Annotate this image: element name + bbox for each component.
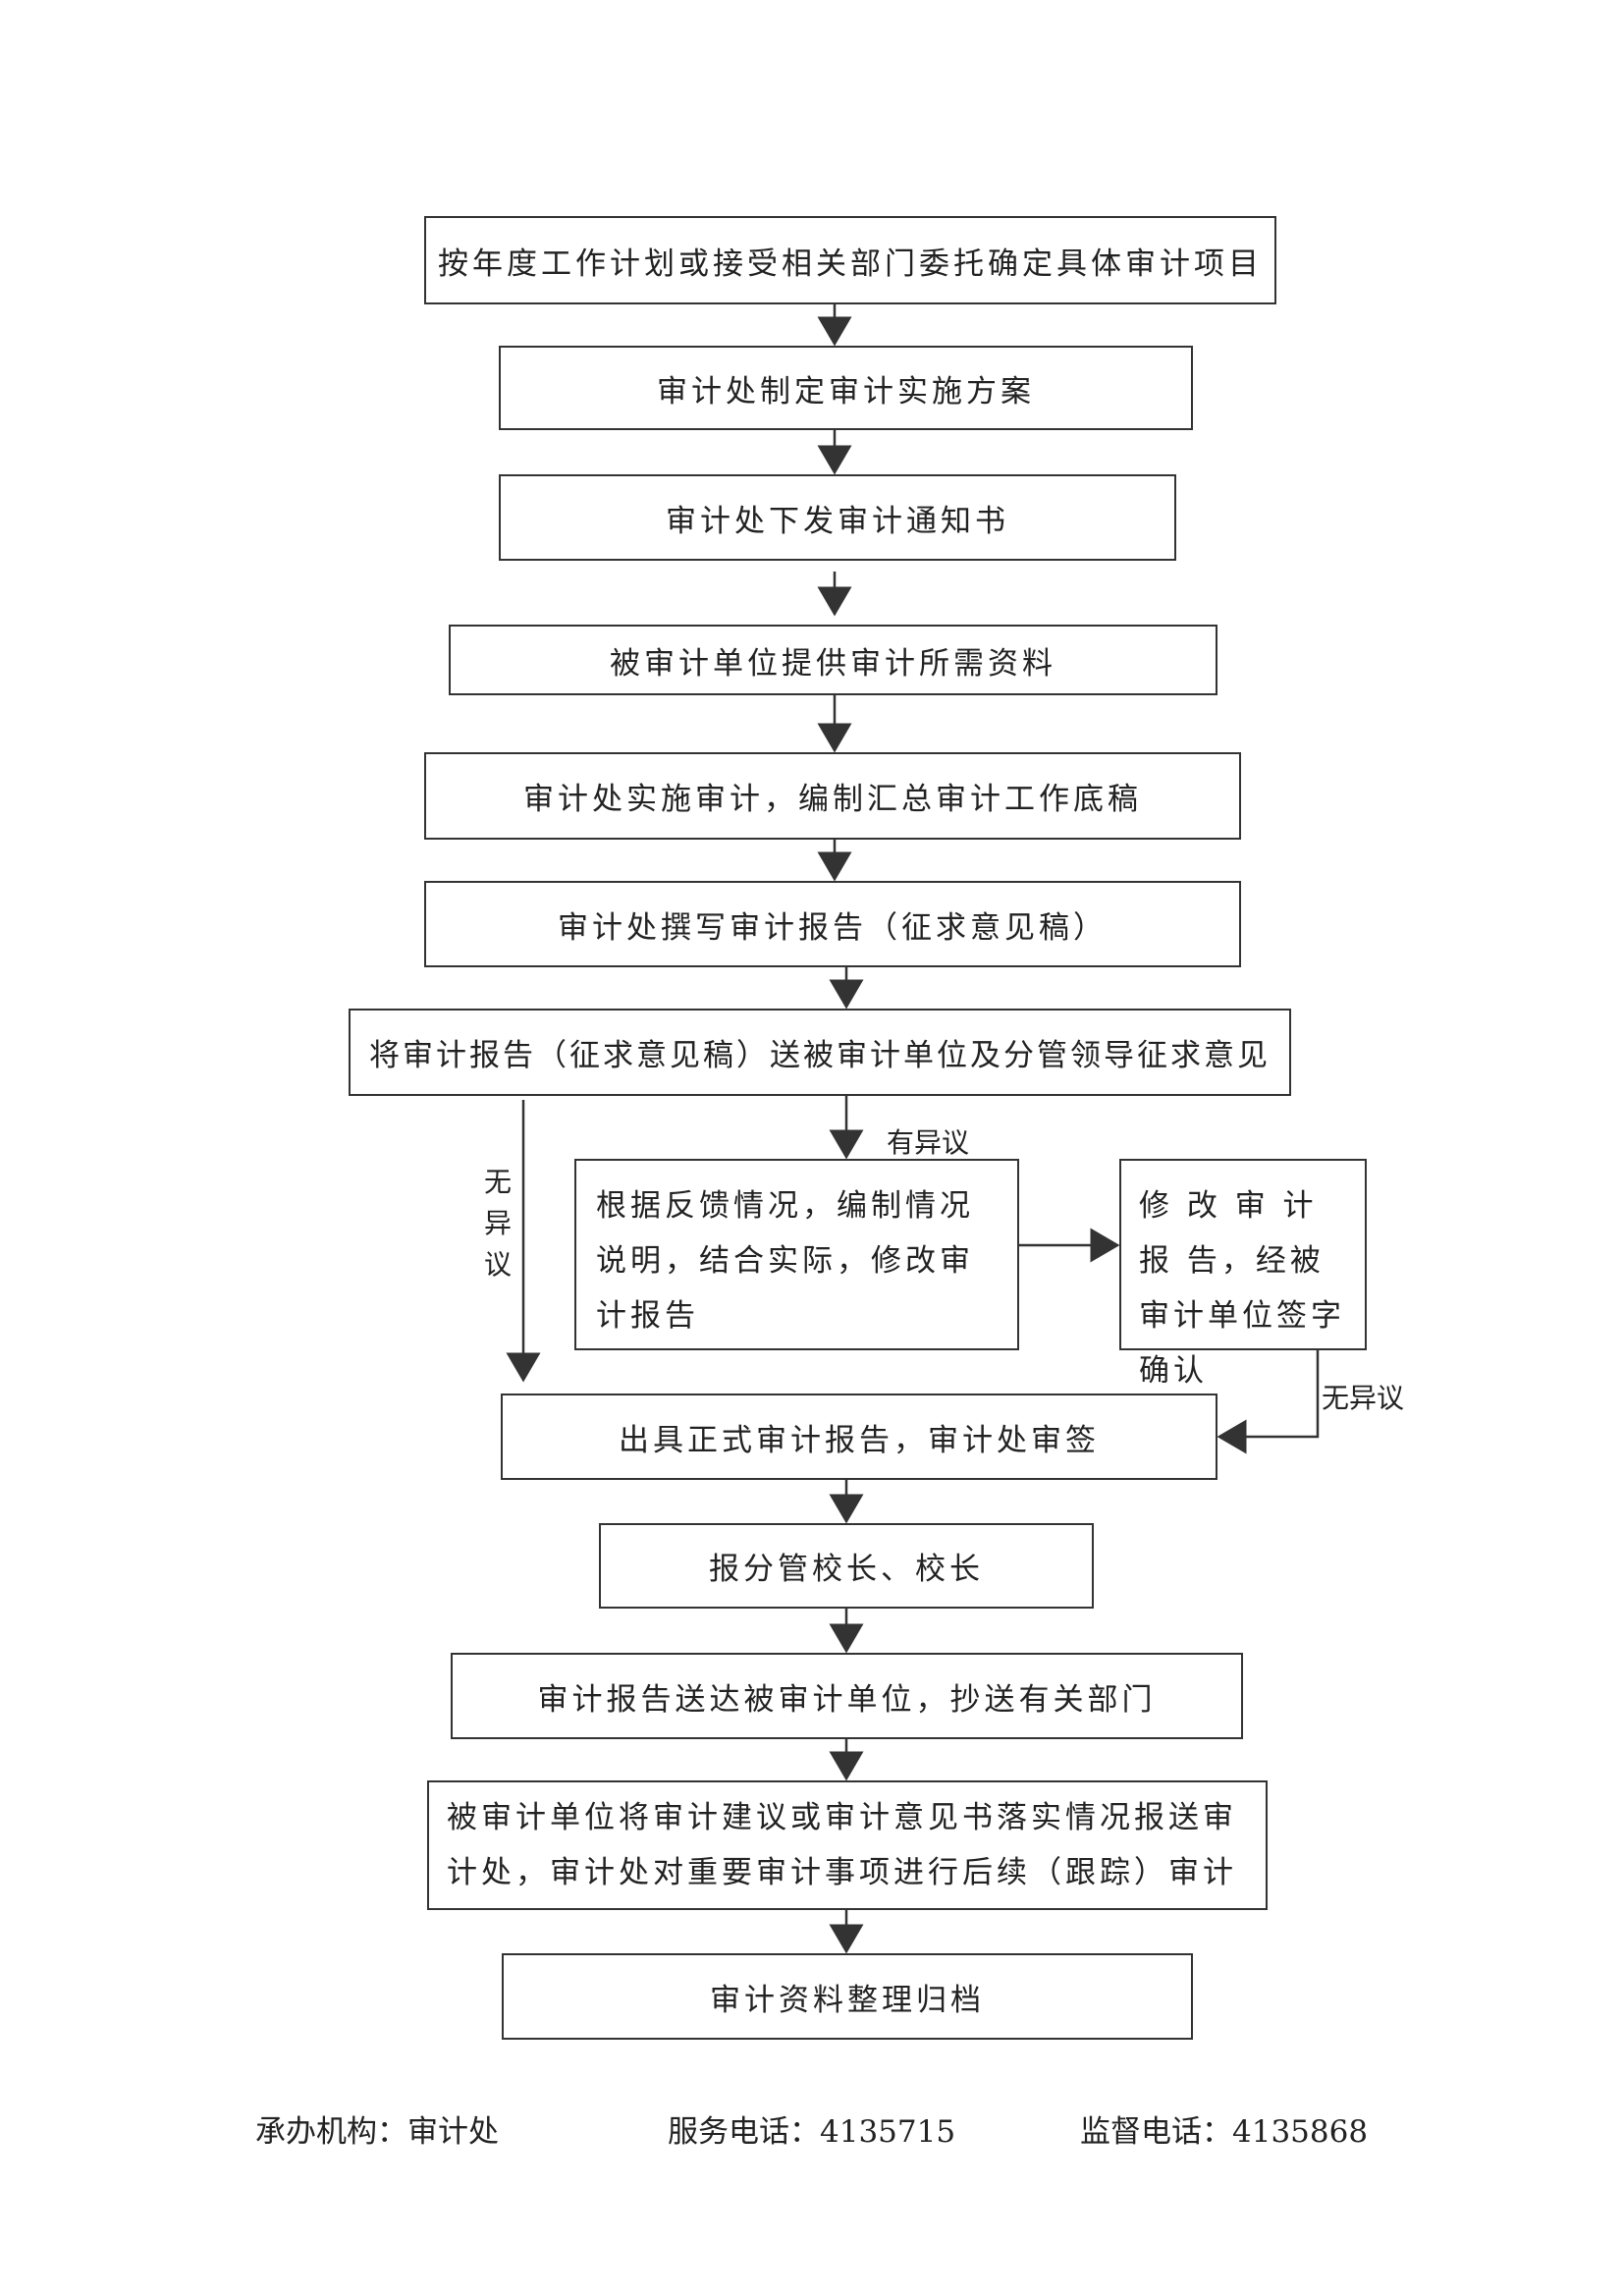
footer-supervise-phone: 监督电话：4135868 [1080,2114,1369,2150]
has-objection-label: 有异议 [887,1126,970,1159]
step-13: 被审计单位将审计建议或审计意见书落实情况报送审计处，审计处对重要审计事项进行后续… [427,1780,1268,1910]
step-12: 审计报告送达被审计单位，抄送有关部门 [451,1653,1243,1739]
step-7: 将审计报告（征求意见稿）送被审计单位及分管领导征求意见 [349,1009,1291,1096]
footer-service-phone: 服务电话：4135715 [668,2114,956,2150]
step-14: 审计资料整理归档 [502,1953,1193,2040]
step-5: 审计处实施审计，编制汇总审计工作底稿 [424,752,1241,840]
step-4: 被审计单位提供审计所需资料 [449,625,1217,695]
step-9-confirm: 修 改 审 计 报 告，经被审计单位签字确认 [1119,1159,1367,1389]
step-1: 按年度工作计划或接受相关部门委托确定具体审计项目 [424,216,1276,304]
no-objection-left-label: 无异议 [483,1166,512,1281]
step-11: 报分管校长、校长 [599,1523,1094,1609]
no-objection-right-label: 无异议 [1322,1382,1405,1414]
step-8-revise: 根据反馈情况，编制情况说明，结合实际，修改审计报告 [574,1159,1019,1350]
step-2: 审计处制定审计实施方案 [499,346,1193,430]
step-6: 审计处撰写审计报告（征求意见稿） [424,881,1241,967]
step-3: 审计处下发审计通知书 [499,474,1176,561]
footer-org: 承办机构：审计处 [255,2114,499,2150]
step-10: 出具正式审计报告，审计处审签 [501,1394,1217,1480]
